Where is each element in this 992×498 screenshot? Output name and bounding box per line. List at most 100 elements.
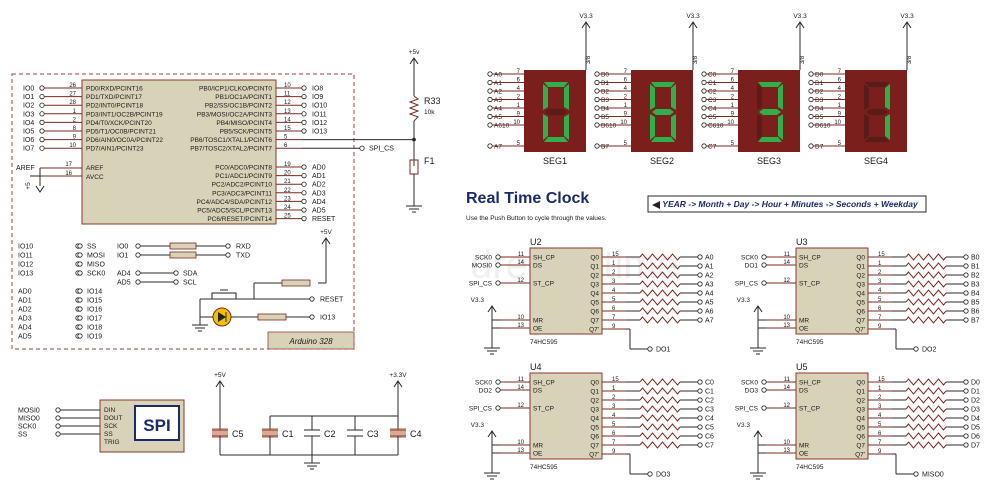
pin-terminal (594, 122, 600, 128)
pin-terminal (77, 270, 83, 276)
io-label: IO0 (23, 86, 34, 93)
chip-pin-num: 4 (612, 288, 616, 294)
supply-arrow-icon (688, 21, 698, 29)
segment-d (758, 137, 782, 142)
junction-dot (412, 137, 416, 142)
pin-terminal (808, 143, 814, 149)
segment-f (757, 84, 762, 110)
supply-label: V3.3 (579, 13, 593, 20)
pin-terminal (913, 471, 919, 477)
display-pin-label: B610 (601, 123, 617, 130)
output-resistor (905, 387, 947, 395)
group-in-label: IO13 (18, 271, 33, 278)
io-label: IO6 (23, 137, 34, 144)
chip-pin-num: 3 (878, 404, 882, 410)
supply-label: +3.3V (389, 372, 407, 379)
supply-arrow-icon (487, 430, 497, 438)
chip-pin-num: 6 (878, 306, 882, 312)
group-out-label: IO18 (87, 325, 102, 332)
pin-terminal (173, 279, 179, 285)
io-label: AD0 (312, 165, 326, 172)
pin-terminal (701, 71, 707, 77)
supply-label: V3.3 (793, 13, 807, 20)
group-out-label: TXD (236, 253, 250, 260)
supply-arrow-icon (795, 21, 805, 29)
pin-terminal (701, 96, 707, 103)
pin-name: PC3/ADC3/PCINT11 (212, 190, 272, 197)
fuse-name: F1 (424, 156, 435, 166)
output-resistor (905, 253, 947, 261)
pin-terminal (963, 442, 969, 448)
pin-terminal (594, 113, 600, 120)
pin-name: PD1/TXD/PCINT17 (86, 94, 142, 101)
chip-pin-name: Q7 (856, 443, 865, 450)
pin-name: PB5/SCK/PCINT5 (220, 129, 273, 136)
chip-pin-name: Q6 (856, 434, 865, 441)
pin-terminal (701, 122, 707, 128)
chip-in-label: DO2 (479, 388, 493, 395)
pin-terminal (963, 272, 969, 278)
output-resistor (905, 405, 947, 413)
r33-value: 10k (424, 109, 435, 116)
pin-terminal (761, 254, 767, 260)
arrow-down-icon (35, 185, 45, 193)
pin-terminal (761, 280, 767, 286)
chip-output-label: A2 (705, 273, 714, 280)
chip-output-label: D0 (971, 380, 980, 387)
output-resistor (905, 280, 947, 288)
pin-number: 26 (69, 83, 76, 89)
chip-output-label: C7 (705, 443, 714, 450)
chip-pin-name: Q4 (856, 291, 865, 298)
shift-register-u4 (529, 372, 603, 460)
display-pin-label: C0 (708, 72, 717, 79)
pin-terminal (77, 252, 83, 258)
pin-terminal (77, 261, 83, 267)
display-pin-label: D0 (815, 72, 824, 79)
segment-a (544, 82, 568, 87)
output-resistor (639, 432, 681, 440)
chip-pin-name: Q7' (589, 327, 599, 334)
pin-terminal (301, 181, 307, 187)
chip-in-label: SCK0 (475, 380, 492, 387)
display-vcc-pin: 3/8 (693, 55, 699, 64)
group-out-label: SCL (183, 280, 197, 287)
pin-number: 10 (69, 143, 76, 149)
display-pin-num: 6 (731, 78, 735, 84)
pin-name: PB1/OC1A/PCINT1 (215, 94, 272, 101)
chip-vcc-label: V3.3 (471, 422, 485, 429)
reset-label: RESET (320, 297, 344, 304)
chip-pin-num: 6 (612, 306, 616, 312)
chip-output-label: B2 (971, 273, 980, 280)
display-pin-num: 1 (624, 103, 628, 109)
group-out-label: SCK0 (87, 271, 105, 278)
display-pin-num: 7 (624, 69, 628, 75)
spi-cs-label: SPI_CS (369, 146, 394, 153)
spi-in-label: SS (18, 432, 28, 439)
page-title: Real Time Clock (466, 190, 589, 207)
chip-output-label: A6 (705, 309, 714, 316)
pin-terminal (55, 431, 61, 437)
group-in-label: IO12 (18, 262, 33, 269)
pin-terminal (135, 252, 141, 258)
chip-pin-name: Q5 (856, 425, 865, 432)
chain-out-label: DO2 (922, 347, 937, 354)
chip-pin-name: DS (533, 388, 543, 395)
display-pin-label: C1 (708, 80, 717, 87)
pin-terminal (594, 88, 600, 94)
pin-terminal (55, 423, 61, 429)
output-resistor (639, 307, 681, 315)
chip-name: U5 (796, 362, 808, 372)
output-resistor (905, 396, 947, 404)
display-pin-num: 9 (517, 112, 521, 118)
pin-number: 11 (284, 92, 291, 98)
display-name: SEG4 (864, 156, 888, 166)
display-pin-label: D1 (815, 80, 824, 87)
chip-pin-num: 9 (878, 324, 882, 330)
chip-pin-num: 7 (612, 315, 616, 321)
display-pin-label: A2 (494, 89, 502, 96)
chip-output-label: B4 (971, 291, 980, 298)
chip-pin-num: 12 (783, 403, 790, 409)
spi-in-label: MOSI0 (18, 408, 40, 415)
